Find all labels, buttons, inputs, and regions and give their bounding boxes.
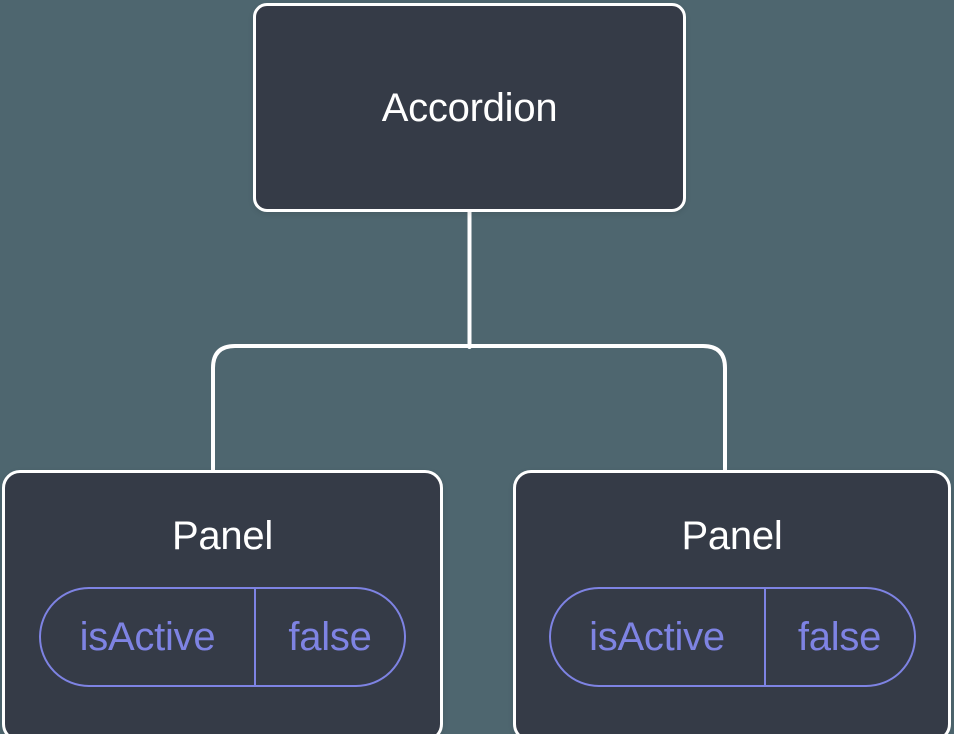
panel-node-right: Panel isActive false (513, 470, 951, 734)
state-value: false (288, 614, 372, 659)
state-pill: isActive false (548, 587, 916, 687)
state-name: isActive (41, 589, 256, 685)
state-name: isActive (551, 589, 766, 685)
panel-node-label: Panel (681, 514, 783, 558)
accordion-node: Accordion (253, 3, 686, 212)
state-pill: isActive false (39, 587, 406, 687)
connector-branch-line (211, 344, 727, 474)
state-value: false (797, 614, 882, 659)
panel-node-label: Panel (171, 514, 274, 558)
accordion-node-label: Accordion (381, 85, 558, 130)
panel-node-left: Panel isActive false (2, 470, 443, 734)
